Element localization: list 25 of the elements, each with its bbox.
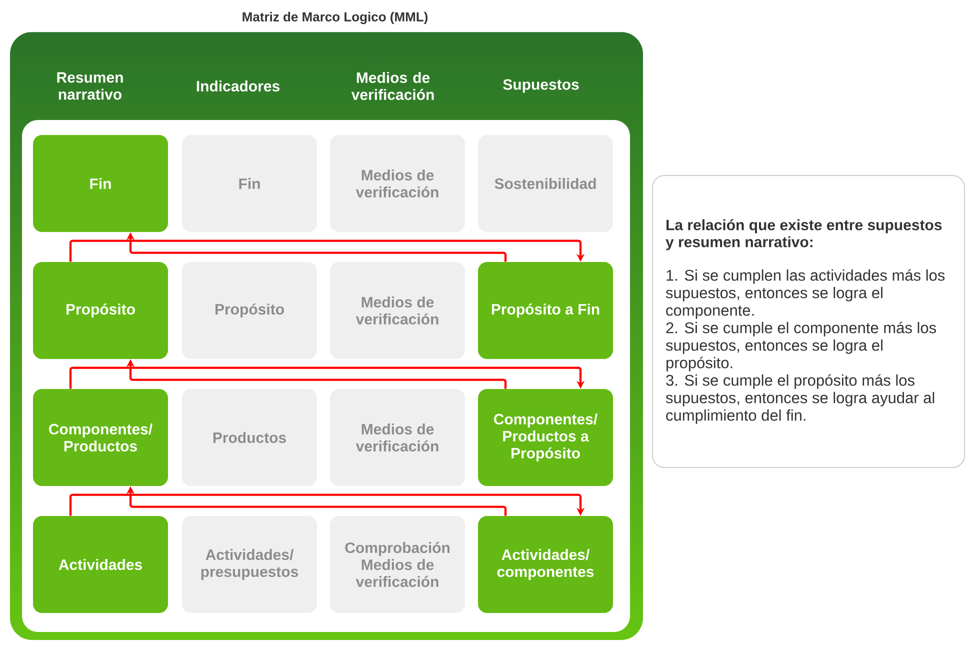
matrix-cell: Componentes/ Productos <box>33 389 168 486</box>
matrix-cell: Propósito <box>182 262 317 359</box>
matrix-cell: Medios de verificación <box>330 135 465 232</box>
arrow <box>69 240 585 262</box>
matrix-cell: Productos <box>182 389 317 486</box>
matrix-cell: Sostenibilidad <box>478 135 613 232</box>
matrix-cell: Fin <box>33 135 168 232</box>
matrix-cell: Actividades <box>33 516 168 613</box>
matrix-cell: Propósito <box>33 262 168 359</box>
matrix-cell: Fin <box>182 135 317 232</box>
matrix-cell: Propósito a Fin <box>478 262 613 359</box>
matrix-cell: Actividades/ presupuestos <box>182 516 317 613</box>
matrix-cell: Componentes/ Productos a Propósito <box>478 389 613 486</box>
column-header: Resumen narrativo <box>57 72 123 100</box>
matrix-cell: Actividades/ componentes <box>478 516 613 613</box>
matrix-cell: Comprobación Medios de verificación <box>330 516 465 613</box>
column-header: Supuestos <box>503 79 579 93</box>
matrix-cell: Medios de verificación <box>330 262 465 359</box>
note-box: La relación que existe entre supuestos y resumen narrativo: 1. Si se cumplen las actividades más los supuestos, entonces se logra el componente. 2. Si se cumple el componente más los supuestos, entonces se logra el propósito. 3. Si se cumple el propósito más los supuestos, entonces se logra ayudar al cumplimiento del fin. <box>652 175 966 468</box>
column-header: Indicadores <box>196 80 280 92</box>
matrix-cell: Medios de verificación <box>330 389 465 486</box>
title: Matriz de Marco Logico (MML) <box>242 12 428 24</box>
column-header: Medios de verificación <box>351 72 434 100</box>
arrow <box>69 366 585 389</box>
arrow <box>69 494 585 516</box>
